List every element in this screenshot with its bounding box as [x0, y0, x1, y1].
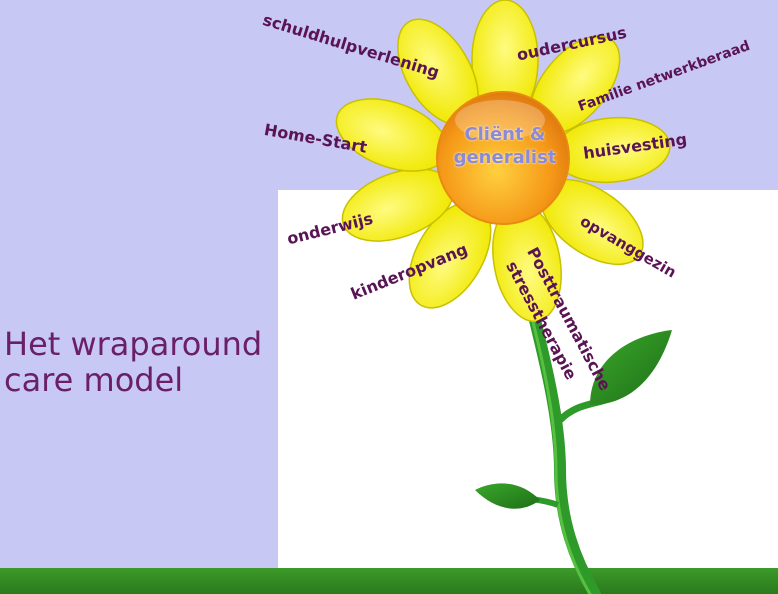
title-line-1: Het wraparound	[4, 325, 263, 363]
flower-center	[436, 91, 570, 225]
title-line-2: care model	[4, 361, 184, 399]
stem	[524, 294, 601, 594]
center-label: Cliënt & generalist	[440, 123, 570, 169]
center-line-2: generalist	[453, 147, 557, 168]
stem-highlight	[526, 300, 592, 594]
page-title: Het wraparound care model	[4, 326, 262, 398]
center-shine	[455, 100, 545, 140]
leaf-right	[590, 330, 672, 405]
leaf-left	[475, 483, 540, 509]
center-line-1: Cliënt &	[464, 124, 546, 145]
grass-strip	[0, 568, 778, 594]
